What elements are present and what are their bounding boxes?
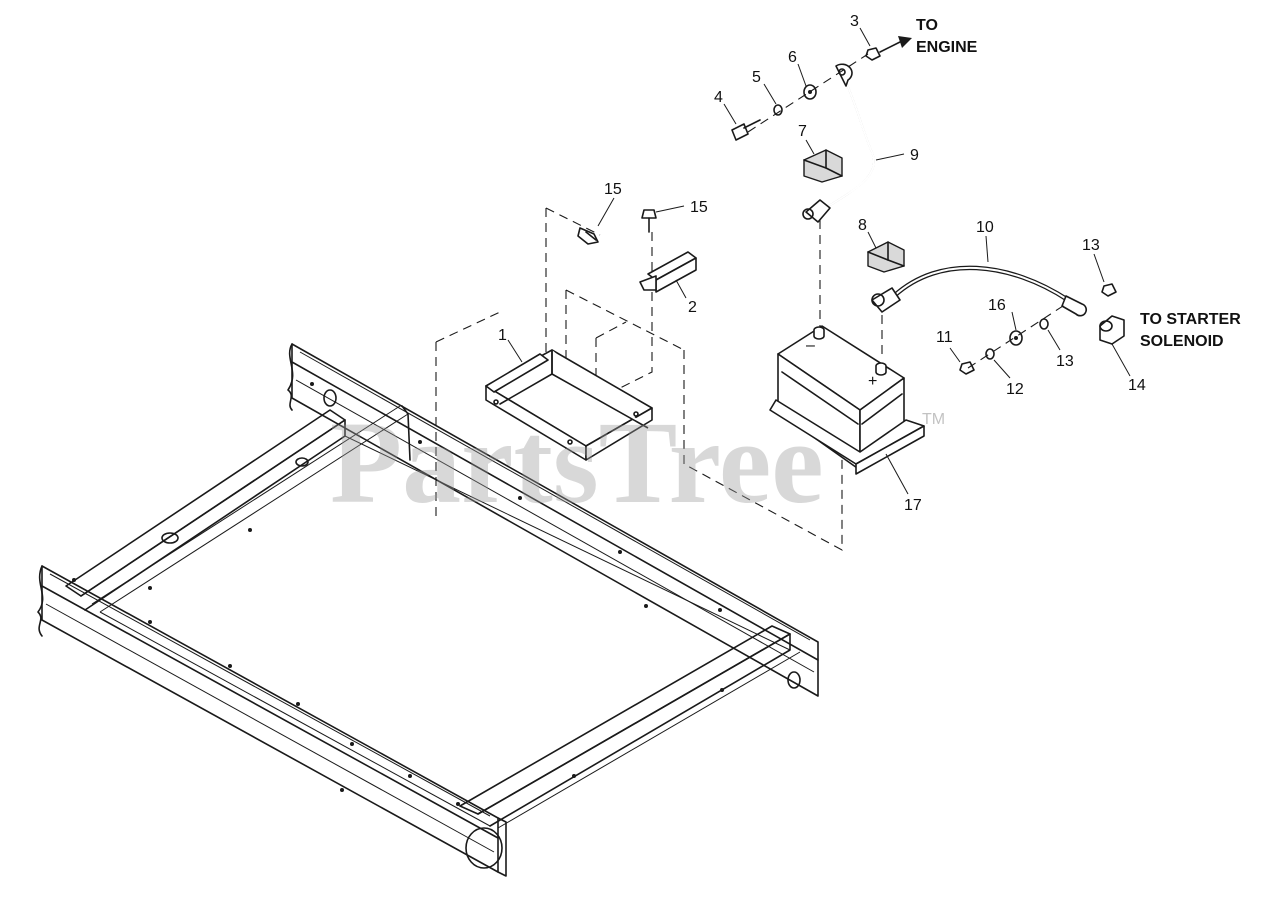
note-to-engine-line1: TO	[916, 17, 938, 34]
negative-cable	[802, 63, 875, 223]
callout-3: 3	[850, 13, 859, 30]
battery-tray	[485, 349, 653, 461]
callout-13-lower: 13	[1056, 353, 1074, 370]
callout-15-right: 15	[690, 199, 708, 216]
callout-17: 17	[904, 497, 922, 514]
bolt-15-left	[577, 227, 599, 245]
hold-down-bracket	[639, 251, 697, 293]
note-to-engine-line2: ENGINE	[916, 39, 978, 56]
callout-10: 10	[976, 219, 994, 236]
callout-15-left: 15	[604, 181, 622, 198]
callout-16: 16	[988, 297, 1006, 314]
callout-5: 5	[752, 69, 761, 86]
callout-14: 14	[1128, 377, 1146, 394]
callout-13-upper: 13	[1082, 237, 1100, 254]
battery-pad	[769, 399, 925, 475]
callout-8: 8	[858, 217, 867, 234]
battery-negative-sign: –	[806, 337, 815, 354]
callout-4: 4	[714, 89, 723, 106]
callout-numbers: 1 2 3 4 5 6 7 8 9 10 11 12 13 13 14 15 1…	[498, 13, 1146, 514]
terminal-boot-8	[867, 241, 905, 273]
callout-12: 12	[1006, 381, 1024, 398]
terminal-boot-7	[803, 149, 843, 183]
callout-11: 11	[936, 329, 953, 346]
callout-9: 9	[910, 147, 919, 164]
solenoid-boot	[1099, 315, 1125, 345]
watermark-trademark: TM	[922, 411, 945, 428]
note-to-starter-line1: TO STARTER	[1140, 311, 1241, 328]
callout-2: 2	[688, 299, 697, 316]
callout-6: 6	[788, 49, 797, 66]
positive-cable	[871, 265, 1088, 317]
arrow-to-engine-icon	[879, 36, 912, 53]
notes: TO ENGINE TO STARTER SOLENOID	[916, 17, 1241, 350]
battery-positive-sign: +	[868, 373, 877, 390]
bolt-15-right	[641, 209, 657, 233]
leader-lines	[507, 27, 1131, 495]
callout-1: 1	[498, 327, 507, 344]
hardware	[731, 47, 1117, 375]
watermark: PartsTree	[330, 397, 824, 528]
callout-7: 7	[798, 123, 807, 140]
frame	[37, 343, 819, 877]
note-to-starter-line2: SOLENOID	[1140, 333, 1224, 350]
